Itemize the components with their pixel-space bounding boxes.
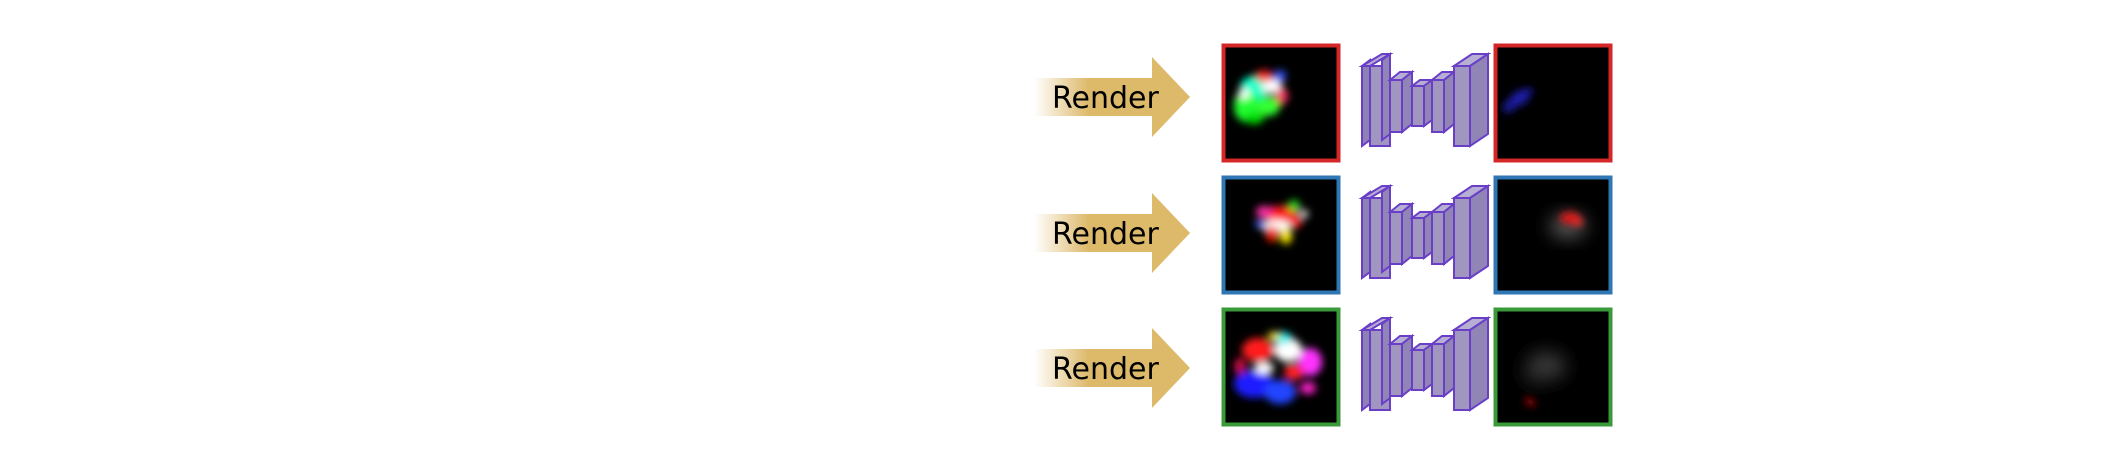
network-output-image xyxy=(1493,43,1613,163)
render-label: Render xyxy=(1052,352,1159,387)
render-arrow xyxy=(1034,193,1190,273)
render-label: Render xyxy=(1052,217,1159,252)
network-icon xyxy=(1361,317,1489,411)
output-frame xyxy=(1493,43,1613,163)
network-icon xyxy=(1361,53,1489,147)
network-output-image xyxy=(1493,307,1613,427)
rendered-input-image xyxy=(1221,43,1341,163)
rendered-input-image xyxy=(1221,307,1341,427)
rendered-input-image xyxy=(1221,175,1341,295)
row-2: Render xyxy=(1034,175,1613,295)
input-frame xyxy=(1221,175,1341,295)
render-label: Render xyxy=(1052,81,1159,116)
output-frame xyxy=(1493,175,1613,295)
row-1: Render xyxy=(1034,43,1613,163)
network-output-image xyxy=(1493,175,1613,295)
output-frame xyxy=(1493,307,1613,427)
input-frame xyxy=(1221,307,1341,427)
render-arrow xyxy=(1034,57,1190,137)
row-3: Render xyxy=(1034,307,1613,427)
network-icon xyxy=(1361,185,1489,279)
render-arrow xyxy=(1034,328,1190,408)
input-frame xyxy=(1221,43,1341,163)
